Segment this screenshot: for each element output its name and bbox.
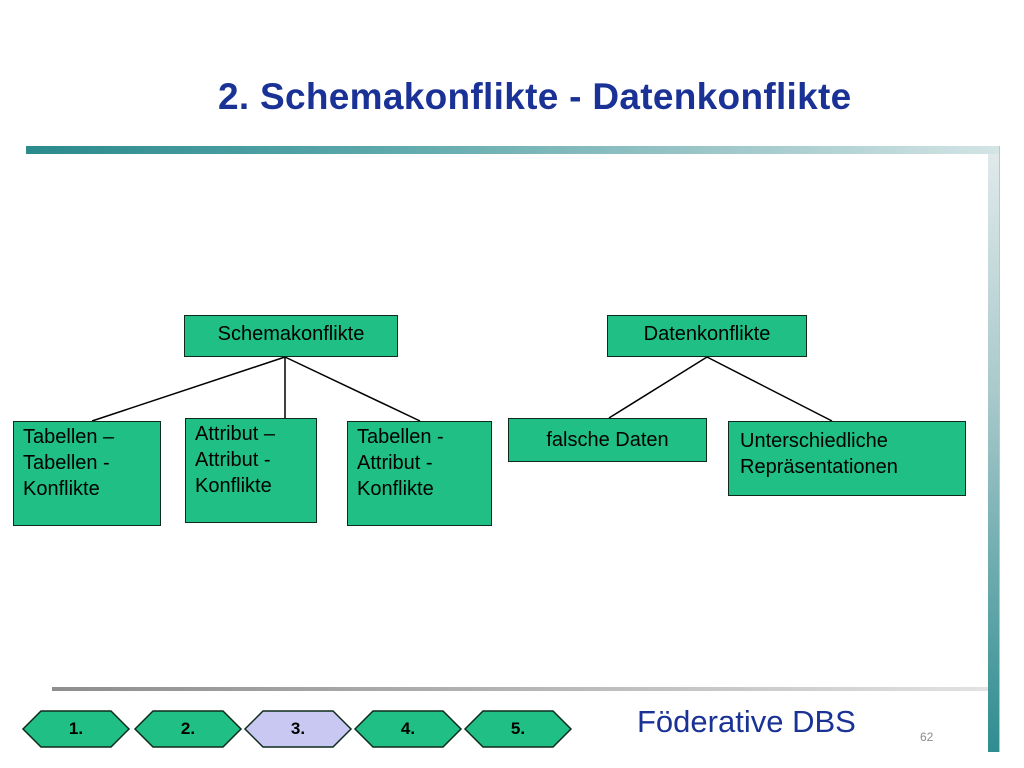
node-line: Attribut – [195, 423, 276, 445]
nav-item-label: 5. [510, 719, 526, 738]
footer-rule [52, 687, 988, 691]
node-line: Konflikte [23, 478, 100, 500]
node-line: Konflikte [195, 475, 272, 497]
nav-item-label: 4. [400, 719, 416, 738]
node-schemakonflikte: Schemakonflikte [184, 315, 398, 357]
node-unterschiedliche-repraesentationen: Unterschiedliche Repräsentationen [728, 421, 966, 496]
nav-item-5[interactable]: 5. [463, 709, 573, 749]
connector-daten-repraesentationen [706, 356, 833, 422]
node-line: falsche Daten [546, 429, 669, 451]
right-border-line [999, 146, 1000, 752]
connector-daten-falsche [608, 356, 708, 419]
node-tabellen-tabellen-konflikte: Tabellen – Tabellen - Konflikte [13, 421, 161, 526]
nav-item-4[interactable]: 4. [353, 709, 463, 749]
nav-chevron-shape [353, 710, 463, 748]
nav-item-3[interactable]: 3. [243, 709, 353, 749]
node-label: Schemakonflikte [217, 323, 365, 345]
node-line: Tabellen - [23, 452, 110, 474]
node-line: Attribut - [195, 449, 271, 471]
footer-title: Föderative DBS [637, 704, 856, 739]
nav-item-1[interactable]: 1. [21, 709, 131, 749]
right-border-bar [988, 154, 999, 752]
node-label: Datenkonflikte [643, 323, 771, 345]
connector-schema-tabellen-attribut [284, 356, 421, 422]
node-datenkonflikte: Datenkonflikte [607, 315, 807, 357]
node-line: Unterschiedliche [740, 430, 888, 452]
node-line: Tabellen – [23, 426, 115, 448]
nav-chevron-shape [463, 710, 573, 748]
nav-item-2[interactable]: 2. [133, 709, 243, 749]
node-attribut-attribut-konflikte: Attribut – Attribut - Konflikte [185, 418, 317, 523]
node-tabellen-attribut-konflikte: Tabellen - Attribut - Konflikte [347, 421, 492, 526]
node-line: Repräsentationen [740, 456, 898, 478]
slide-title: 2. Schemakonflikte - Datenkonflikte [218, 76, 852, 117]
nav-item-label: 3. [290, 719, 306, 738]
nav-item-label: 1. [68, 719, 84, 738]
node-line: Konflikte [357, 478, 434, 500]
connector-schema-tabellen [91, 356, 286, 422]
node-line: Attribut - [357, 452, 433, 474]
page-number: 62 [920, 730, 934, 744]
title-underline-rule [26, 146, 1000, 154]
nav-chevron-shape [21, 710, 131, 748]
nav-chevron-shape [133, 710, 243, 748]
nav-item-label: 2. [180, 719, 196, 738]
nav-chevron-shape [243, 710, 353, 748]
node-line: Tabellen - [357, 426, 444, 448]
node-falsche-daten: falsche Daten [508, 418, 707, 462]
